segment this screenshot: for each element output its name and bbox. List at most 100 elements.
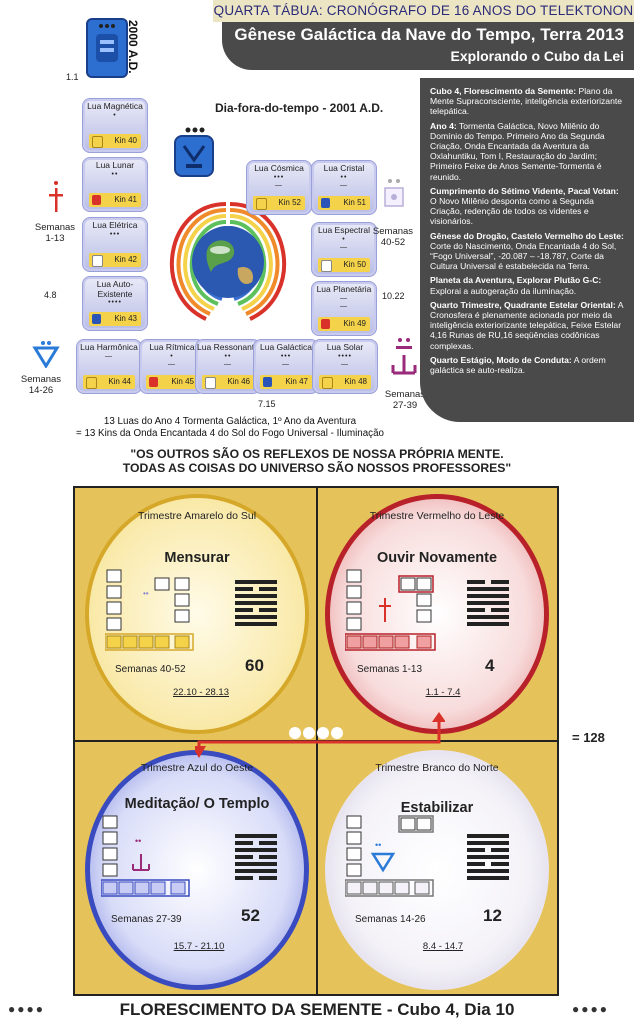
panel-paragraph: Ano 4: Tormenta Galáctica, Novo Milênio … [430,120,605,182]
blue-triangle-icon [32,340,60,369]
moon-box: Lua Cósmica•••— Kin 52 [246,160,312,215]
svg-text:••: •• [143,589,149,598]
quadrant-number: 12 [483,906,502,925]
footer-title: FLORESCIMENTO DA SEMENTE - Cubo 4, Dia 1… [119,1000,515,1019]
kin-glyph-icon [256,198,267,210]
info-panel: Cubo 4, Florescimento da Semente: Plano … [420,78,634,422]
moon-name: Lua Elétrica [92,220,138,230]
svg-text:••: •• [135,836,141,846]
cycle-arrow [192,712,446,758]
kin-glyph-icon [92,255,103,267]
kin-glyph-icon [92,314,101,324]
kin-label: Kin 50 [318,258,370,272]
hexagram-icon [467,834,509,883]
moon-box: Lua Planetária—— Kin 49 [311,281,377,336]
quadrant-weeks: Semanas 14-26 [355,914,426,925]
moon-box: Lua Solar••••— Kin 48 [312,339,378,394]
quadrant-circle-east [325,494,549,734]
kin-glyph-icon [92,136,103,148]
page-subtitle: Explorando o Cubo da Lei [450,48,624,64]
kin-glyph-icon [86,377,97,389]
kin-label: Kin 51 [318,196,370,210]
page-title: Gênese Galáctica da Nave do Tempo, Terra… [234,25,624,44]
code-4-8: 4.8 [44,290,57,300]
moon-name: Lua Harmônica [80,342,138,352]
quadrant-title: Trimestre Amarelo do Sul [137,510,257,522]
kin-label: Kin 43 [89,312,141,326]
moon-box: Lua Rítmica•— Kin 45 [139,339,205,394]
kin-label: Kin 48 [319,375,371,389]
moon-box: Lua Harmônica— Kin 44 [76,339,142,394]
moon-box: Lua Galáctica•••— Kin 47 [253,339,319,394]
kin-glyph-icon [92,195,101,205]
purple-anchor-glyph-icon [391,337,417,381]
earth-rainbow-figure [156,184,300,334]
kin-label: Kin 46 [202,375,254,389]
storm-glyph-icon [172,124,216,180]
year-label: 2000 A.D. [126,20,140,74]
quadrant-number: 60 [245,656,264,675]
panel-paragraph: Quarto Estágio, Modo de Conduta: A ordem… [430,354,606,376]
kin-glyph-icon [321,319,330,329]
quote: "OS OUTROS SÃO OS REFLEXOS DE NOSSA PRÓP… [0,447,634,475]
quadrant-number: 4 [485,656,495,675]
weeks-14-26: Semanas 14-26 [20,374,62,396]
moon-box: Lua Cristal••— Kin 51 [311,160,377,215]
moon-name: Lua Galáctica [260,342,312,352]
kin-label: Kin 52 [253,196,305,210]
quadrant-title: Trimestre Azul do Oeste [140,762,254,774]
footer-dots-left: ●●●● [8,1002,45,1016]
quadrant-circle-south [85,494,309,734]
red-cross-glyph-icon [46,180,66,214]
svg-text:••: •• [375,840,381,850]
weeks-40-52: Semanas 40-52 [372,226,414,248]
seed-glyph-icon [96,24,118,62]
quadrant-title: Trimestre Vermelho do Leste [369,510,505,522]
quote-line2: TODAS AS COISAS DO UNIVERSO SÃO NOSSOS P… [122,461,512,475]
kin-label: Kin 45 [146,375,198,389]
weeks-1-13: Semanas 1-13 [34,222,76,244]
quote-line1: "OS OUTROS SÃO OS REFLEXOS DE NOSSA PRÓP… [130,447,504,461]
moon-name: Lua Magnética [87,101,143,111]
kin-label: Kin 49 [318,317,370,331]
white-square-glyph-icon [383,178,405,212]
panel-paragraph: Cumprimento do Sétimo Vidente, Pacal Vot… [430,185,619,227]
header-top-bar: QUARTA TÁBUA: CRONÓGRAFO DE 16 ANOS DO T… [213,0,634,22]
panel-paragraph: Gênese do Drogão, Castelo Vermelho do Le… [430,230,624,272]
moon-name: Lua Lunar [95,160,135,170]
center-dots [287,725,347,741]
quadrant-name: Estabilizar [400,800,474,816]
header-top-text: QUARTA TÁBUA: CRONÓGRAFO DE 16 ANOS DO T… [213,3,634,18]
moon-column-diagram: •• [100,814,221,908]
kin-glyph-icon [321,260,332,272]
quadrant-weeks: Semanas 27-39 [111,914,182,925]
moon-column-diagram: •• [104,568,225,658]
kin-label: Kin 44 [83,375,135,389]
quadrant-name: Meditação/ O Templo [124,796,270,812]
moon-name: Lua Ressonante [197,342,259,352]
quadrant-weeks: Semanas 40-52 [115,664,186,675]
quadrant-title: Trimestre Branco do Norte [375,762,499,774]
weeks-27-39: Semanas 27-39 [384,389,426,411]
moon-name: Lua Planetária [316,284,372,294]
code-1-1: 1.1 [66,72,79,82]
quadrant-name: Mensurar [164,550,230,566]
kin-glyph-icon [321,198,330,208]
quadrant-dates: 15.7 - 21.10 [173,941,225,952]
moon-box: Lua Auto-Existente•••• Kin 43 [82,276,148,331]
quadrant-name: Ouvir Novamente [376,550,498,566]
panel-paragraph: Planeta da Aventura, Explorar Plutão G-C… [430,275,602,296]
quadrant-dates: 1.1 - 7.4 [425,687,461,698]
moon-box: Lua Lunar•• Kin 41 [82,157,148,212]
quadrant-dates: 22.10 - 28.13 [173,687,229,698]
moon-column-diagram [344,568,465,658]
footer-dots-right: ●●●● [572,1002,609,1016]
hexagram-icon [235,580,277,629]
kin-glyph-icon [263,377,272,387]
moon-name: Lua Rítmica [149,342,195,352]
moon-box: Lua Espectral•— Kin 50 [311,222,377,277]
moon-column-diagram: •• [344,814,465,908]
kin-label: Kin 40 [89,134,141,148]
kin-glyph-icon [149,377,158,387]
caption: 13 Luas do Ano 4 Tormenta Galáctica, 1º … [40,416,420,440]
